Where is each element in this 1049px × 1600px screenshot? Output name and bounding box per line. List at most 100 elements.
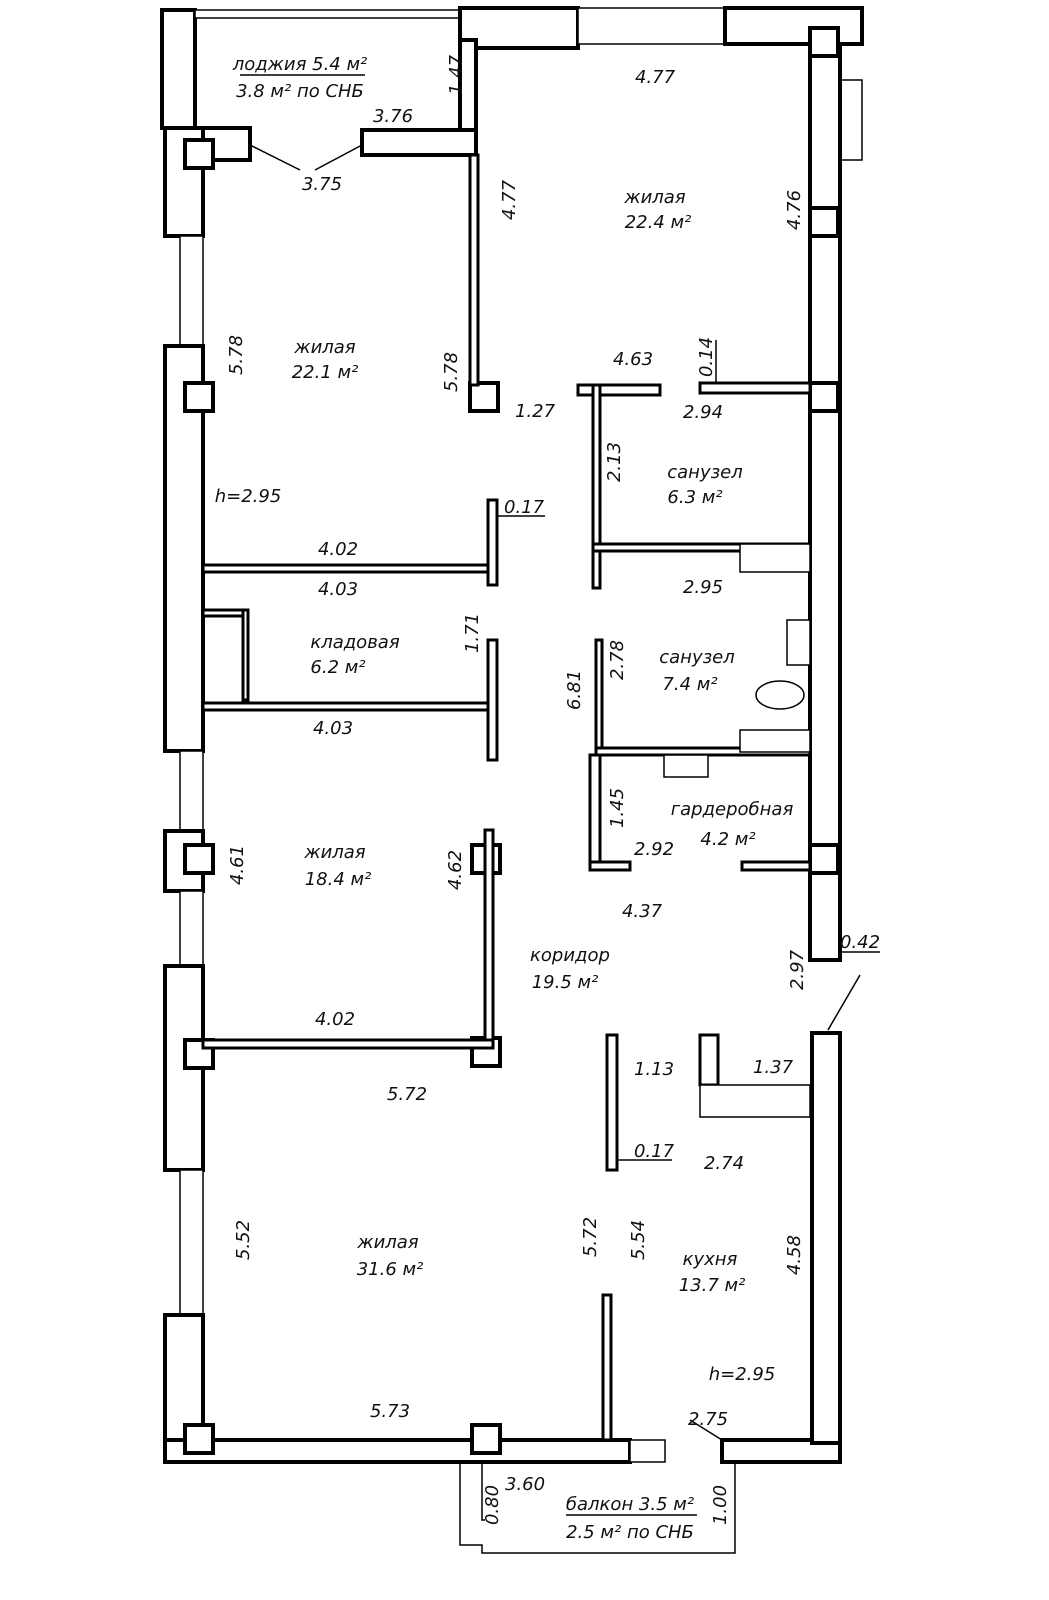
partition — [591, 383, 602, 590]
partition — [201, 563, 497, 574]
partition — [698, 381, 812, 395]
loggia-name: лоджия 5.4 м² — [232, 54, 368, 75]
dimension: 1.13 — [634, 1059, 674, 1080]
right-wall — [810, 1031, 842, 1445]
column — [808, 843, 840, 875]
column — [808, 26, 840, 58]
ceiling-height: h=2.95 — [215, 486, 282, 507]
balcony-outline — [459, 1462, 736, 1554]
balcony-inner — [481, 1462, 485, 1521]
window — [629, 1439, 666, 1463]
shelf-fixture — [663, 754, 709, 778]
dimension-labels: 1.47 4.77 3.76 3.75 4.77 4.76 5.78 5.78 … — [226, 54, 880, 1525]
dimension: 4.03 — [313, 718, 353, 739]
living4-name: жилая — [356, 1232, 418, 1253]
bottom-wall — [163, 1438, 632, 1464]
loggia-glazing — [194, 9, 461, 19]
kitchen-area: 13.7 м² — [679, 1275, 746, 1296]
dimension: 3.76 — [373, 106, 413, 127]
ceiling-height: h=2.95 — [709, 1364, 776, 1385]
washer-fixture — [739, 543, 811, 573]
top-wall — [458, 6, 580, 50]
dimension: 6.81 — [564, 670, 585, 710]
dimension: 5.73 — [370, 1401, 410, 1422]
dimension: 5.72 — [580, 1217, 601, 1257]
dimension: 3.75 — [302, 174, 342, 195]
dimension: 4.61 — [227, 845, 248, 885]
kitchen-name: кухня — [683, 1249, 738, 1270]
dimension: 0.42 — [840, 932, 880, 953]
partition — [483, 828, 495, 1047]
bath1-area: 6.3 м² — [667, 487, 722, 508]
bath1-name: санузел — [667, 462, 743, 483]
partition — [740, 860, 812, 872]
dimension: 2.13 — [604, 442, 625, 482]
right-wall — [808, 42, 842, 962]
wardrobe-name: гардеробная — [671, 799, 794, 820]
column — [183, 843, 215, 875]
living1-name: жилая — [293, 337, 355, 358]
living2-name: жилая — [623, 187, 685, 208]
window — [179, 235, 204, 347]
partition — [698, 1033, 720, 1087]
dimension: 2.78 — [607, 640, 628, 680]
column — [183, 381, 215, 413]
partition — [468, 153, 480, 387]
dimension: 0.80 — [482, 1485, 503, 1525]
dimension: 2.95 — [683, 577, 723, 598]
column — [183, 1423, 215, 1455]
window — [179, 750, 204, 832]
dimension: 4.63 — [613, 349, 653, 370]
dimension: 1.45 — [607, 788, 628, 828]
dimension: 4.77 — [499, 179, 520, 220]
dimension: 2.94 — [683, 402, 723, 423]
partition — [576, 383, 662, 397]
dimension: 5.54 — [628, 1220, 649, 1260]
dimension: 4.62 — [445, 850, 466, 890]
room-labels: лоджия 5.4 м² 3.8 м² по СНБ жилая 22.1 м… — [215, 54, 794, 1543]
dimension: 2.97 — [787, 949, 808, 990]
dimension: 5.78 — [441, 352, 462, 392]
partition — [241, 608, 250, 702]
loggia-wall — [360, 128, 478, 157]
door-swing — [827, 974, 861, 1031]
dimension: 4.76 — [784, 190, 805, 230]
dimension: 0.17 — [504, 497, 545, 518]
dimension: 1.37 — [753, 1057, 794, 1078]
dimension: 4.03 — [318, 579, 358, 600]
dimension: 4.02 — [315, 1009, 355, 1030]
door-swing — [689, 1419, 723, 1441]
living2-area: 22.4 м² — [625, 212, 692, 233]
dimension: 0.14 — [696, 337, 717, 377]
corridor-area: 19.5 м² — [532, 972, 599, 993]
window — [577, 7, 726, 45]
living3-area: 18.4 м² — [305, 869, 372, 890]
partition — [201, 1038, 495, 1050]
column — [808, 206, 840, 238]
dimension: 1.71 — [462, 613, 483, 653]
window — [179, 890, 204, 967]
dimension: 2.74 — [704, 1153, 744, 1174]
living1-area: 22.1 м² — [292, 362, 359, 383]
loggia-left-wall — [160, 8, 197, 130]
dimension: 1.27 — [515, 401, 556, 422]
partition — [486, 498, 499, 587]
storage-name: кладовая — [310, 632, 400, 653]
dimension: 1.47 — [446, 54, 467, 95]
column — [468, 381, 500, 413]
partition — [201, 701, 499, 712]
stove-fixture — [699, 1084, 811, 1118]
dimension: 4.58 — [784, 1235, 805, 1275]
dimension: 2.75 — [688, 1409, 728, 1430]
washer-fixture — [739, 729, 811, 753]
loggia-area: 3.8 м² по СНБ — [236, 81, 364, 102]
dimension: 4.02 — [318, 539, 358, 560]
dimension: 3.60 — [505, 1474, 545, 1495]
living3-name: жилая — [303, 842, 365, 863]
wardrobe-area: 4.2 м² — [700, 829, 755, 850]
dimension: 0.17 — [634, 1141, 675, 1162]
storage-area: 6.2 м² — [310, 657, 365, 678]
partition — [594, 638, 604, 754]
top-wall — [723, 6, 864, 46]
